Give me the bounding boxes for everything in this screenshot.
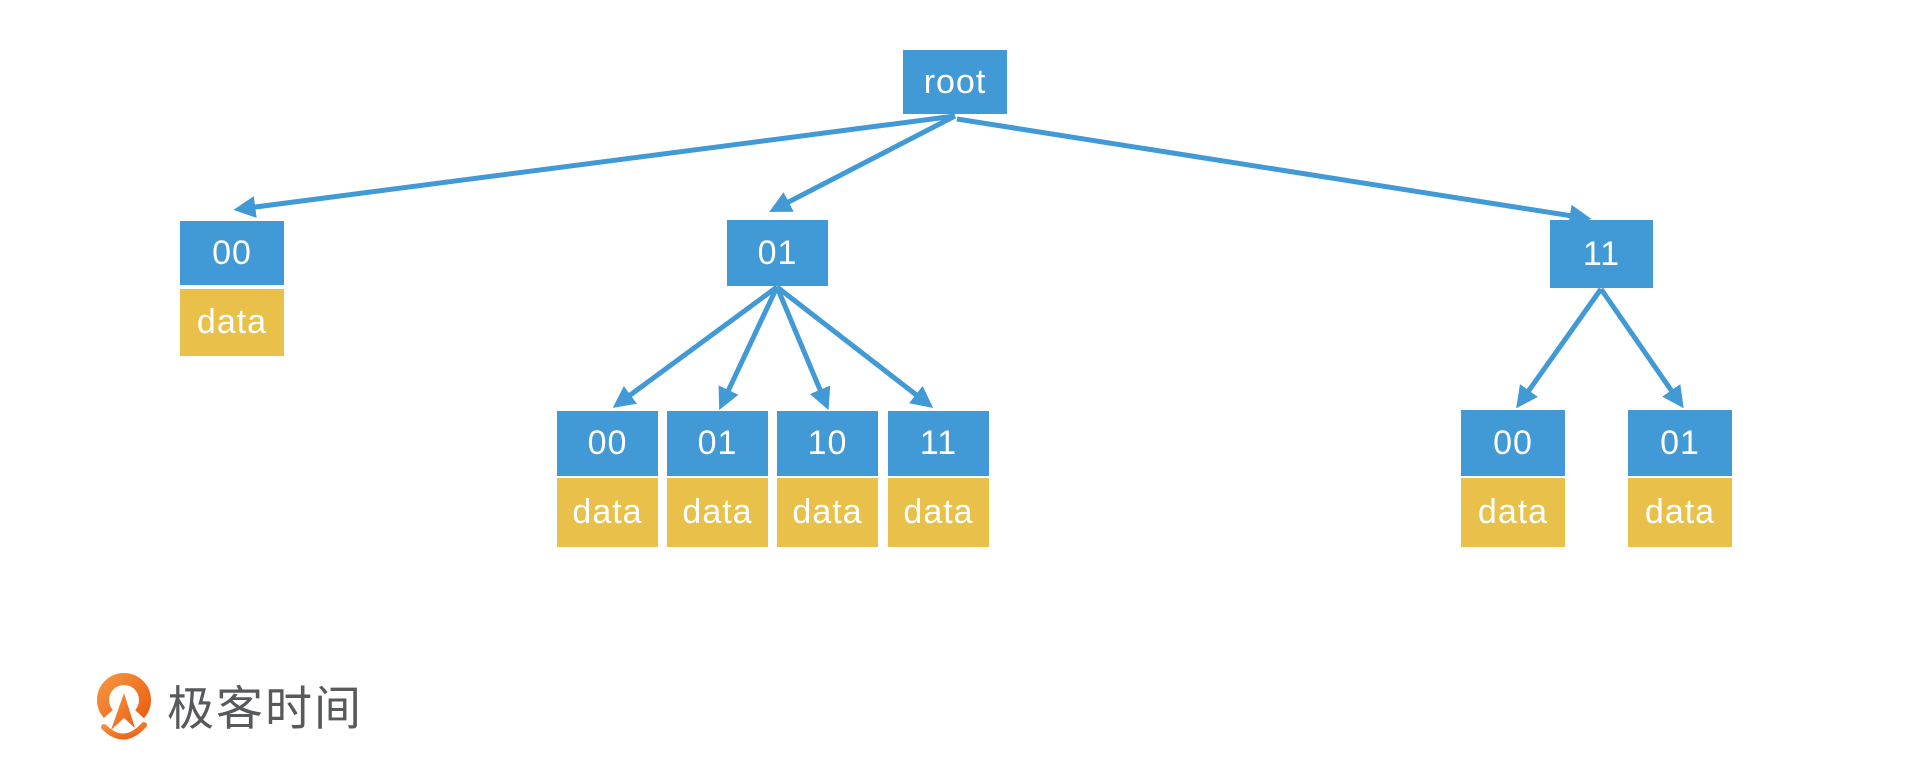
tree-data-01-child-01: data <box>667 478 768 547</box>
edge-root-to-00 <box>233 113 956 218</box>
tree-node-01-child-10: 10 <box>777 411 878 476</box>
tree-node-01-child-00: 00 <box>557 411 658 476</box>
tree-node-01-child-01: 01 <box>667 411 768 476</box>
edge-01-to-10 <box>774 286 831 411</box>
tree-node-11-child-01: 01 <box>1628 410 1732 476</box>
tree-data-11-child-00: data <box>1461 478 1565 547</box>
tree-data-01-child-11: data <box>888 478 989 547</box>
geektime-pin-icon <box>97 673 151 740</box>
logo-text: 极客时间 <box>167 682 363 735</box>
edge-root-to-01 <box>769 113 957 213</box>
edge-root-to-11 <box>956 116 1592 227</box>
edge-01-to-01 <box>718 285 780 410</box>
tree-node-l1-00: 00 <box>180 221 284 285</box>
edge-01-to-00 <box>612 284 779 408</box>
tree-node-01-child-11: 11 <box>888 411 989 476</box>
edge-11-to-00 <box>1516 287 1604 409</box>
edge-01-to-11 <box>775 285 934 409</box>
tree-node-root: root <box>903 50 1007 114</box>
logo: 极客时间 <box>95 670 363 748</box>
tree-data-11-child-01: data <box>1628 478 1732 547</box>
tree-node-l1-01: 01 <box>727 220 828 286</box>
tree-data-01-child-00: data <box>557 478 658 547</box>
edge-11-to-01 <box>1598 287 1684 409</box>
tree-data-01-child-10: data <box>777 478 878 547</box>
tree-node-11-child-00: 00 <box>1461 410 1565 476</box>
tree-data-l1-00: data <box>180 289 284 356</box>
tree-node-l1-11: 11 <box>1550 220 1653 288</box>
